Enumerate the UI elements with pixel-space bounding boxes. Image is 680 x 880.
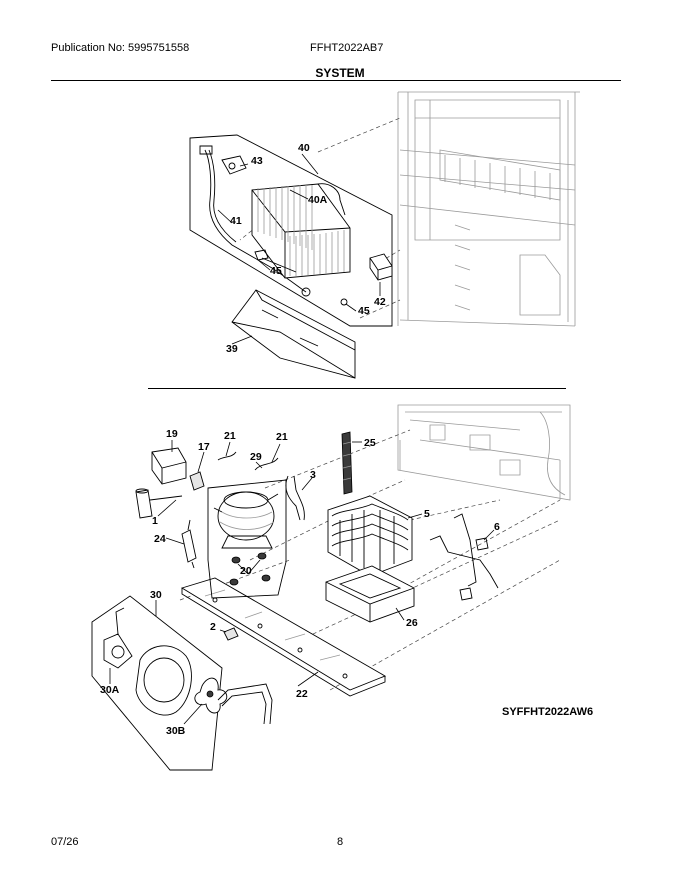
filter-drier — [181, 519, 197, 569]
callout-24: 24 — [154, 533, 166, 545]
discharge-line — [341, 431, 353, 495]
callout-30: 30 — [150, 589, 162, 601]
page-number: 8 — [337, 836, 344, 848]
fan-assembly-outline — [91, 595, 223, 771]
evaporator-coil — [251, 183, 351, 279]
callout-42: 42 — [374, 296, 386, 308]
callout-45-lower: 45 — [358, 305, 370, 317]
callout-41: 41 — [230, 215, 242, 227]
callout-39: 39 — [226, 343, 238, 355]
defrost-thermostat — [369, 253, 393, 281]
callout-40A: 40A — [308, 194, 328, 206]
callout-30A: 30A — [100, 684, 120, 696]
callout-45-upper: 45 — [270, 265, 282, 277]
machine-compartment-base — [180, 577, 387, 697]
tubing-21b — [254, 457, 279, 471]
callout-25: 25 — [364, 437, 376, 449]
screw-45 — [340, 298, 348, 306]
leader-lines — [109, 153, 495, 725]
section-title: SYSTEM — [315, 66, 365, 80]
callout-21-left: 21 — [224, 430, 236, 442]
defrost-limiter — [221, 155, 247, 175]
compressor-assembly-outline — [207, 479, 287, 599]
overload-protector — [189, 471, 205, 491]
callout-40: 40 — [298, 142, 310, 154]
clip — [223, 627, 239, 641]
header-rule — [51, 80, 621, 81]
callout-17: 17 — [198, 441, 210, 453]
heater-harness — [199, 145, 311, 297]
fan-shroud — [135, 645, 192, 716]
start-relay — [151, 447, 187, 485]
drain-pan — [325, 565, 415, 623]
fan-blade — [194, 677, 228, 714]
compressor-grommets — [229, 552, 271, 586]
callout-20: 20 — [240, 565, 252, 577]
callout-19: 19 — [166, 428, 178, 440]
callout-5: 5 — [424, 508, 430, 520]
model-number: FFHT2022AB7 — [310, 42, 384, 54]
callout-1: 1 — [152, 515, 158, 527]
cabinet-rear-lower — [397, 404, 571, 501]
callout-29: 29 — [250, 451, 262, 463]
evaporator-cover — [231, 289, 356, 379]
wire-harness — [429, 513, 499, 601]
callout-labels: 40 43 40A 41 45 42 45 39 19 17 21 29 21 … — [100, 142, 500, 737]
projection-lines-upper — [239, 117, 401, 319]
publication-number: Publication No: 5995751558 — [51, 42, 190, 54]
cabinet-interior-upper — [397, 91, 580, 327]
callout-26: 26 — [406, 617, 418, 629]
callout-21-right: 21 — [276, 431, 288, 443]
diagram-code: SYFFHT2022AW6 — [502, 706, 593, 718]
callout-6: 6 — [494, 521, 500, 533]
condenser-fan-motor — [103, 607, 133, 669]
suction-tube — [285, 475, 305, 521]
callout-22: 22 — [296, 688, 308, 700]
evaporator-clip — [254, 249, 297, 273]
run-capacitor — [135, 488, 183, 519]
callout-3: 3 — [310, 469, 316, 481]
footer-date: 07/26 — [51, 836, 79, 848]
tubing-21a — [217, 451, 237, 461]
callout-43: 43 — [251, 155, 263, 167]
condenser-coil — [327, 495, 413, 577]
callout-2: 2 — [210, 621, 216, 633]
evaporator-assembly-outline — [189, 134, 393, 327]
section-divider — [148, 388, 566, 389]
compressor — [213, 491, 279, 549]
callout-30B: 30B — [166, 725, 186, 737]
fan-bracket — [217, 683, 273, 725]
